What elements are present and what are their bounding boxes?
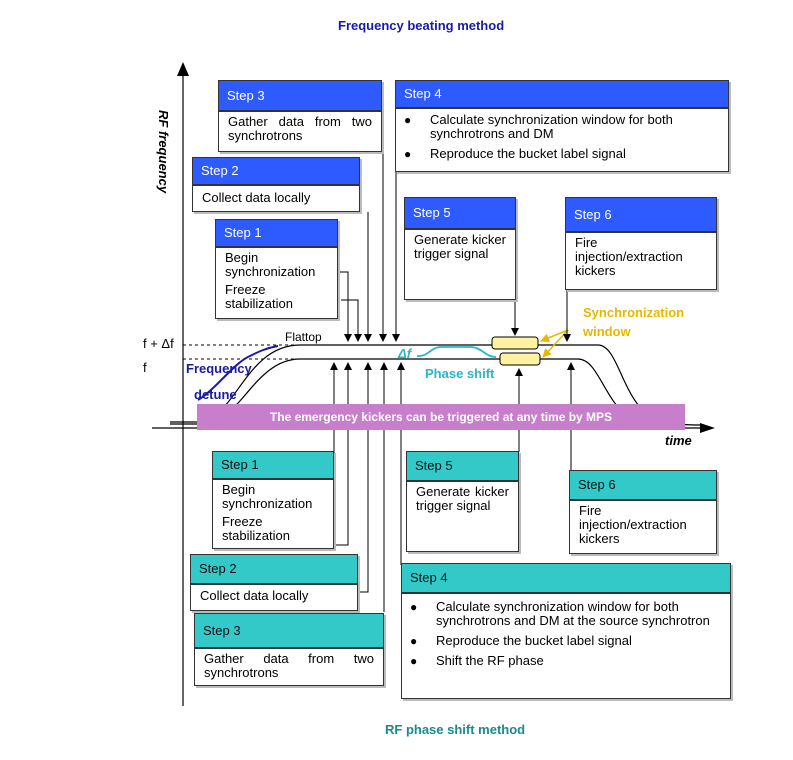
- upper-level-label: f + Δf: [143, 336, 174, 351]
- fb-step6-header: Step 6: [565, 197, 717, 232]
- fb-step6-text: Fire injection/extraction kickers: [575, 235, 683, 278]
- detune-curve: [197, 345, 279, 401]
- ps-step6-header: Step 6: [569, 470, 717, 500]
- fb-step2-box: Collect data locally: [192, 185, 360, 212]
- ps-step5-header: Step 5: [406, 451, 519, 481]
- ps-step3-header: Step 3: [194, 613, 384, 648]
- fb-step4-box: Calculate synchronization window for bot…: [395, 108, 729, 172]
- sync-window-label-line2: window: [583, 324, 631, 339]
- ps-step2-text: Collect data locally: [200, 588, 309, 603]
- delta-f-label: Δf: [398, 346, 412, 361]
- phase-shift-curve: [416, 346, 497, 358]
- bottom-method-title: RF phase shift method: [385, 722, 526, 737]
- ps-step1-line: Begin synchronization: [222, 482, 313, 511]
- ps-step4-box: Calculate synchronization window for bot…: [401, 593, 731, 699]
- ps-step4-bullet: Calculate synchronization window for bot…: [410, 600, 722, 628]
- ps-step4-bullet: Shift the RF phase: [410, 654, 722, 669]
- ps-step2-header: Step 2: [190, 554, 358, 584]
- fb-step6-box: Fire injection/extraction kickers: [565, 232, 717, 290]
- sync-window-pointer-2: [542, 329, 569, 358]
- fb-step1-box: Begin synchronization Freeze stabilizati…: [215, 247, 338, 319]
- ps-step1-line: Freeze stabilization: [222, 514, 290, 543]
- phase-shift-label: Phase shift: [425, 366, 495, 381]
- ps-step5-box: Generate kicker trigger signal: [406, 481, 519, 552]
- flattop-label: Flattop: [285, 330, 322, 344]
- x-axis-label: time: [665, 433, 692, 448]
- sync-window-label-line1: Synchronization: [583, 305, 685, 320]
- ps-step4-header: Step 4: [401, 563, 731, 593]
- ps-step2-connector: [358, 362, 372, 593]
- ps-step1-header: Step 1: [212, 451, 334, 479]
- ps-step6-box: Fire injection/extraction kickers: [569, 500, 717, 554]
- ps-step6-text: Fire injection/extraction kickers: [579, 503, 687, 546]
- ps-step4-bullet: Reproduce the bucket label signal: [410, 634, 722, 649]
- ps-step1-body: Begin synchronization Freeze stabilizati…: [213, 480, 333, 550]
- lower-level-label: f: [143, 360, 147, 375]
- fb-step1-connector: [338, 271, 352, 342]
- fb-step3-header: Step 3: [218, 80, 382, 111]
- fb-step1-body: Begin synchronization Freeze stabilizati…: [216, 248, 337, 318]
- fb-step1b-connector: [341, 299, 362, 342]
- ps-step1b-connector: [334, 362, 352, 546]
- sync-window-lower: [499, 352, 541, 366]
- sync-window-upper: [491, 336, 539, 350]
- ps-step2-box: Collect data locally: [190, 584, 358, 611]
- fb-step3-text: Gather data from two synchrotrons: [228, 114, 372, 143]
- fb-step5-header: Step 5: [404, 197, 516, 229]
- ps-step1-box: Begin synchronization Freeze stabilizati…: [212, 479, 334, 549]
- top-method-title: Frequency beating method: [338, 18, 505, 33]
- sync-window-pointer-1: [540, 329, 569, 343]
- upper-level-text: f + Δf: [143, 336, 174, 351]
- fb-step4-list: Calculate synchronization window for bot…: [404, 113, 720, 162]
- fb-step4-header: Step 4: [395, 80, 729, 108]
- fb-step1-line: Begin synchronization: [225, 250, 316, 279]
- fb-step1-header: Step 1: [215, 219, 338, 247]
- fb-step1-line: Freeze stabilization: [225, 282, 293, 311]
- fb-step2-text: Collect data locally: [202, 190, 311, 205]
- y-axis-arrowhead: [177, 62, 189, 76]
- ps-step5-text: Generate kicker trigger signal: [416, 484, 509, 513]
- fb-step4-bullet: Reproduce the bucket label signal: [404, 147, 720, 162]
- ps-step3-text: Gather data from two synchrotrons: [204, 651, 374, 680]
- frequency-label: Frequency: [186, 361, 252, 376]
- fb-step3-box: Gather data from two synchrotrons: [218, 111, 382, 152]
- fb-step5-box: Generate kicker trigger signal: [404, 229, 516, 300]
- x-axis-arrowhead: [700, 423, 715, 433]
- ps-step3-box: Gather data from two synchrotrons: [194, 648, 384, 686]
- fb-step5-text: Generate kicker trigger signal: [414, 232, 506, 261]
- fb-step2-header: Step 2: [192, 157, 360, 185]
- detune-label: detune: [194, 387, 237, 402]
- mps-emergency-bar: The emergency kickers can be triggered a…: [197, 404, 685, 430]
- fb-step4-bullet: Calculate synchronization window for bot…: [404, 113, 720, 141]
- y-axis-label: RF frequency: [156, 110, 171, 194]
- ps-step4-list: Calculate synchronization window for bot…: [410, 600, 722, 669]
